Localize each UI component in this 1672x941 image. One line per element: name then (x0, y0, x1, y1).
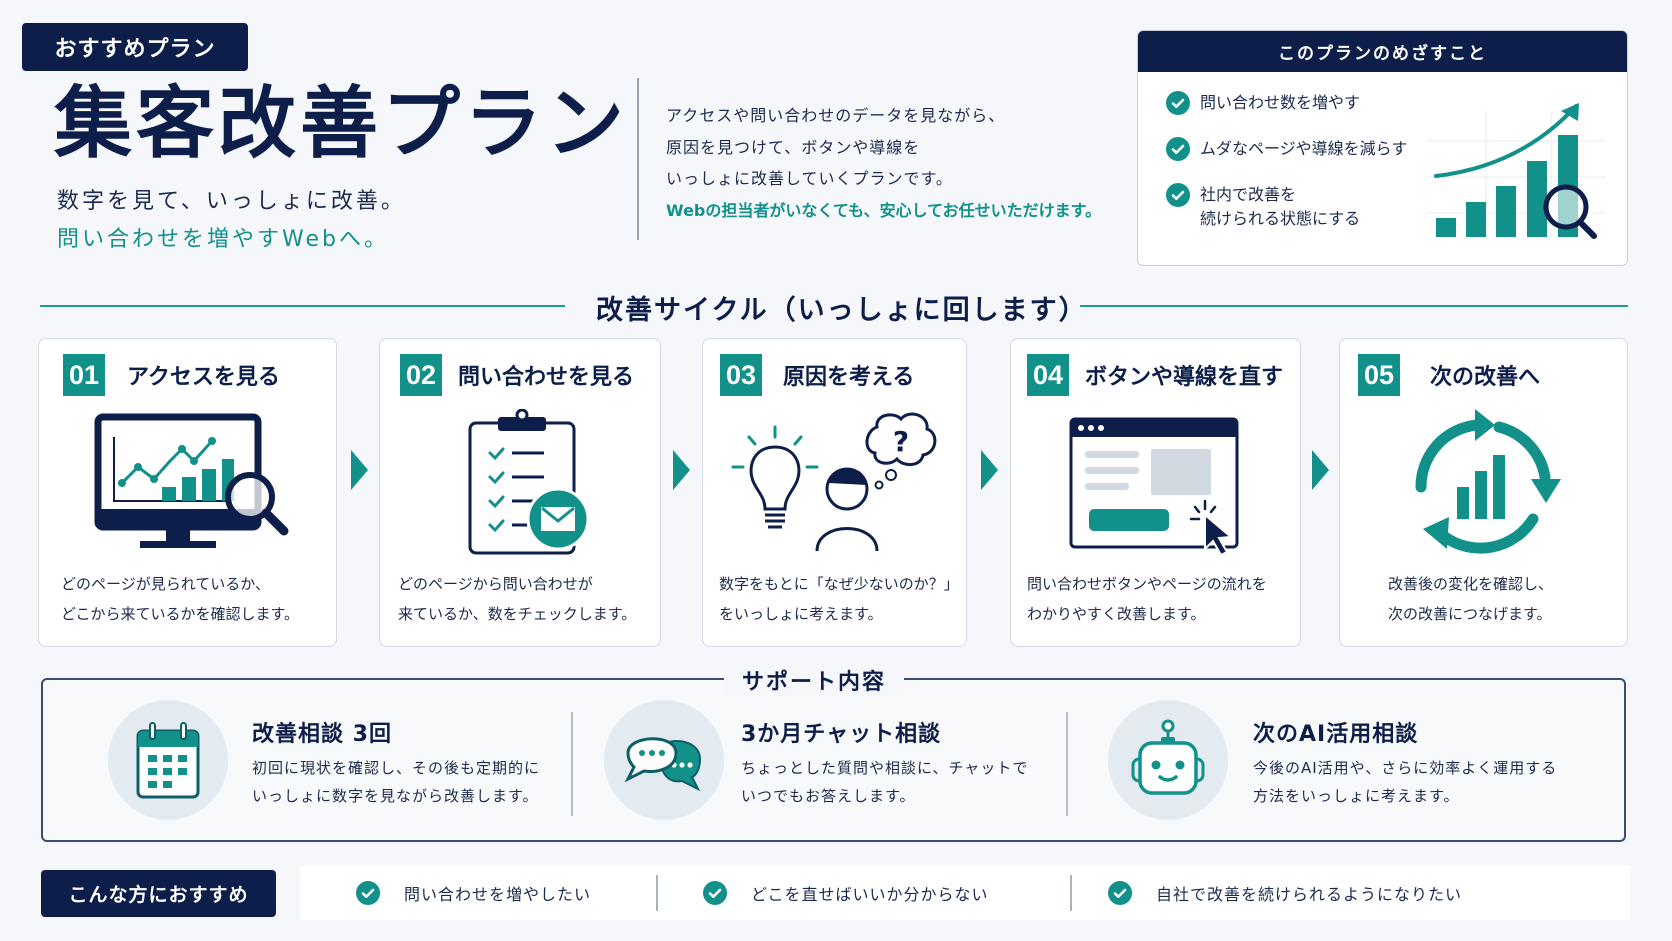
recommend-item: 問い合わせを増やしたい (356, 866, 591, 920)
step-description: 問い合わせボタンやページの流れをわかりやすく改善します。 (1027, 575, 1267, 623)
description-accent: Webの担当者がいなくても、安心してお任せいただけます。 (666, 200, 1102, 220)
recommend-divider (656, 875, 658, 911)
recommend-text: 自社で改善を続けられるようになりたい (1156, 885, 1463, 904)
next-arrow-icon (981, 450, 998, 490)
step-title: ボタンや導線を直す (1085, 365, 1284, 390)
clipboard-mail-icon (468, 409, 590, 555)
recommend-item: どこを直せばいいか分からない (703, 866, 989, 920)
subtitle-line-1: 数字を見て、いっしょに改善。 (57, 189, 406, 214)
step-number: 01 (63, 354, 105, 396)
support-item: 改善相談 3回 初回に現状を確認し、その後も定期的にいっしょに数字を見ながら改善… (252, 716, 540, 810)
support-item-description: ちょっとした質問や相談に、チャットでいつでもお答えします。 (741, 759, 1029, 805)
recommended-for-list: 問い合わせを増やしたい どこを直せばいいか分からない 自社で改善を続けられるよう… (300, 866, 1630, 920)
page-title: 集客改善プラン (54, 79, 629, 169)
next-arrow-icon (673, 450, 690, 490)
section-line-left (40, 305, 565, 307)
step-title: 原因を考える (783, 365, 915, 390)
step-description: 数字をもとに「なぜ少ないのか？」をいっしょに考えます。 (719, 575, 959, 623)
calendar-icon (136, 722, 200, 799)
chat-bubbles-icon (624, 737, 702, 792)
calendar-icon-circle (108, 700, 228, 820)
plan-description: アクセスや問い合わせのデータを見ながら、 原因を見つけて、ボタンや導線を いっし… (666, 100, 1101, 226)
step-number: 04 (1027, 354, 1069, 396)
subtitle-line-2: 問い合わせを増やすWebへ。 (57, 227, 389, 252)
robot-icon (1131, 719, 1205, 795)
support-item-title: 次のAI活用相談 (1253, 722, 1419, 747)
svg-text:?: ? (892, 425, 908, 458)
recommended-for-label: こんな方におすすめ (41, 870, 276, 917)
growth-bar-chart-with-magnifier-icon (1426, 103, 1606, 239)
goal-text: 問い合わせ数を増やす (1200, 93, 1361, 112)
cycle-chart-icon (1414, 409, 1561, 554)
support-item: 3か月チャット相談 ちょっとした質問や相談に、チャットでいつでもお答えします。 (741, 716, 1028, 810)
check-circle-icon (356, 881, 380, 905)
step-number: 02 (400, 354, 442, 396)
recommend-text: どこを直せばいいか分からない (751, 885, 989, 904)
check-circle-icon (1166, 183, 1190, 207)
recommend-text: 問い合わせを増やしたい (404, 885, 592, 904)
browser-click-icon (1069, 417, 1238, 557)
step-description: 改善後の変化を確認し、次の改善につなげます。 (1388, 575, 1554, 623)
support-divider (1066, 712, 1068, 816)
support-item-description: 初回に現状を確認し、その後も定期的にいっしょに数字を見ながら改善します。 (252, 759, 541, 805)
support-section (41, 678, 1626, 842)
goal-item: 問い合わせ数を増やす (1166, 91, 1407, 115)
description-line: 原因を見つけて、ボタンや導線を (666, 137, 921, 157)
description-line: アクセスや問い合わせのデータを見ながら、 (666, 106, 1006, 125)
step-title: 問い合わせを見る (458, 365, 635, 390)
cycle-step-card: 01 アクセスを見る どのページが見られているか、どこから来ているかを確認します… (38, 338, 337, 647)
support-divider (571, 712, 573, 816)
cycle-section-title: 改善サイクル（いっしょに回します） (596, 295, 1088, 326)
goals-list: 問い合わせ数を増やす ムダなページや導線を減らす 社内で改善を続けられる状態にす… (1166, 91, 1407, 253)
support-item: 次のAI活用相談 今後のAI活用や、さらに効率よく運用する方法をいっしょに考えま… (1253, 716, 1557, 810)
goal-item: ムダなページや導線を減らす (1166, 137, 1407, 161)
goal-item: 社内で改善を続けられる状態にする (1166, 183, 1407, 231)
description-line: いっしょに改善していくプランです。 (666, 169, 953, 188)
lightbulb-thinking-person-icon: ? (731, 412, 936, 552)
plan-goals-panel: このプランのめざすこと 問い合わせ数を増やす ムダなページや導線を減らす 社内で… (1137, 30, 1628, 266)
next-arrow-icon (351, 450, 368, 490)
cycle-step-card: 02 問い合わせを見る どのページから問い合わせが来ているか、数をチェックします… (379, 338, 661, 647)
header-divider (637, 78, 639, 240)
support-item-description: 今後のAI活用や、さらに効率よく運用する方法をいっしょに考えます。 (1253, 759, 1558, 805)
check-circle-icon (1108, 881, 1132, 905)
goal-text: 社内で改善を続けられる状態にする (1200, 185, 1361, 228)
next-arrow-icon (1312, 450, 1329, 490)
step-number: 03 (720, 354, 762, 396)
step-description: どのページが見られているか、どこから来ているかを確認します。 (61, 575, 300, 623)
recommended-plan-badge: おすすめプラン (22, 23, 248, 71)
recommend-item: 自社で改善を続けられるようになりたい (1108, 866, 1462, 920)
robot-icon-circle (1108, 700, 1228, 820)
recommend-divider (1070, 875, 1072, 911)
cycle-step-card: 05 次の改善へ 改善後の変化を確認し、次の改善につなげます。 (1339, 338, 1628, 647)
cycle-step-card: 04 ボタンや導線を直す 問い合わせボタンやページの流れをわかりやすく改善します… (1010, 338, 1301, 647)
cycle-step-card: 03 原因を考える ? 数字をもとに「なぜ少ないのか？」をいっしょに考えます。 (702, 338, 967, 647)
step-description: どのページから問い合わせが来ているか、数をチェックします。 (398, 575, 637, 623)
section-line-right (1080, 305, 1628, 307)
goal-text: ムダなページや導線を減らす (1200, 139, 1408, 158)
support-item-title: 3か月チャット相談 (741, 722, 942, 747)
check-circle-icon (1166, 91, 1190, 115)
check-circle-icon (1166, 137, 1190, 161)
step-number: 05 (1358, 354, 1400, 396)
monitor-analytics-icon (94, 413, 288, 548)
chat-icon-circle (604, 700, 724, 820)
support-item-title: 改善相談 3回 (252, 722, 392, 747)
goals-title: このプランのめざすこと (1138, 31, 1627, 72)
check-circle-icon (703, 881, 727, 905)
support-section-title: サポート内容 (724, 664, 905, 696)
step-title: 次の改善へ (1430, 365, 1541, 390)
step-title: アクセスを見る (127, 365, 280, 390)
